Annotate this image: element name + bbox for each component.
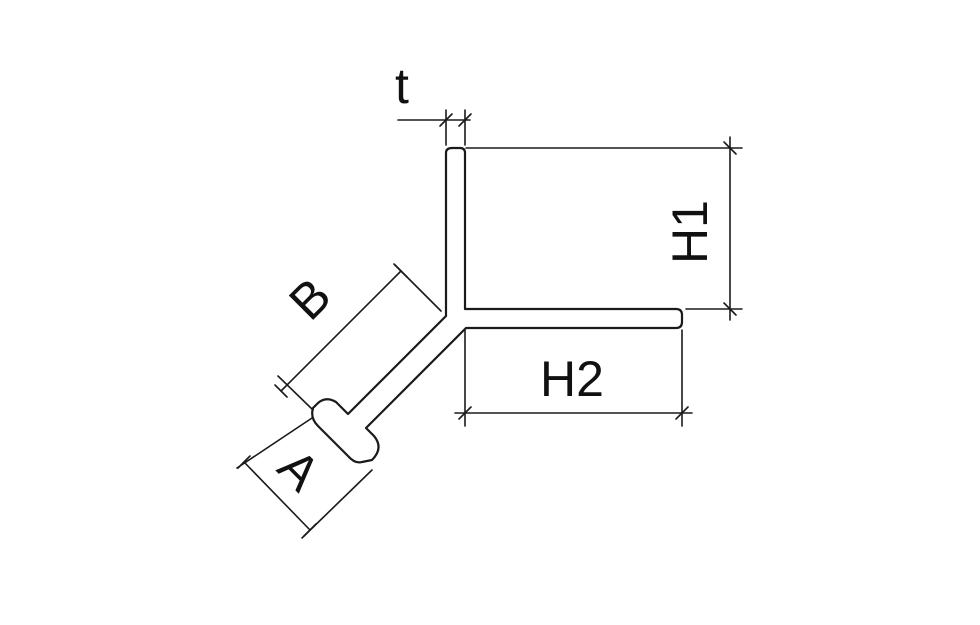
label-h2: H2	[540, 351, 604, 407]
label-h1: H1	[662, 200, 718, 264]
label-t: t	[395, 58, 409, 114]
label-b: B	[278, 267, 341, 330]
dimension-h1	[465, 136, 743, 321]
dimension-b	[274, 263, 442, 411]
dimension-h2	[454, 329, 693, 427]
dimension-t	[397, 109, 472, 146]
label-a: A	[267, 438, 331, 502]
dimension-a	[236, 417, 373, 539]
